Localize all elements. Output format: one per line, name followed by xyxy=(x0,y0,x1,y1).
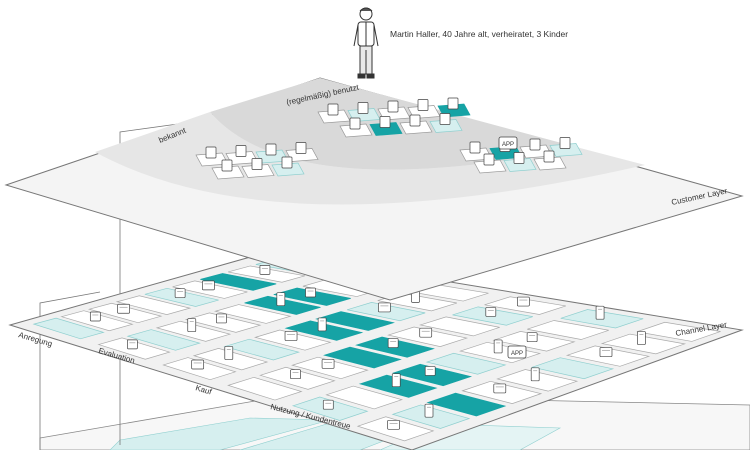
device-sketch-icon xyxy=(439,113,451,125)
channel-tile xyxy=(200,273,277,291)
persona-figure xyxy=(353,7,379,79)
device-sketch-icon xyxy=(493,383,507,394)
device-sketch-icon xyxy=(379,116,391,128)
channel-tile xyxy=(636,321,721,342)
device-sketch-icon xyxy=(387,338,399,348)
channel-tile xyxy=(126,329,201,351)
device-sketch-icon xyxy=(235,145,247,157)
channel-tile xyxy=(213,304,292,324)
device-sketch-icon xyxy=(469,141,481,154)
device-sketch-icon xyxy=(187,318,197,332)
device-sketch-icon xyxy=(295,142,307,154)
app-badge-text: APP xyxy=(511,351,523,357)
device-sketch-icon xyxy=(322,399,334,410)
device-sketch-icon xyxy=(483,153,495,166)
device-sketch-icon xyxy=(265,143,277,156)
device-sketch-icon xyxy=(290,369,301,380)
device-sketch-icon xyxy=(276,292,286,307)
device-sketch-icon xyxy=(327,103,339,116)
device-sketch-icon xyxy=(391,373,401,388)
app-badge-text: APP xyxy=(502,142,514,148)
device-sketch-icon xyxy=(530,367,540,382)
device-sketch-icon xyxy=(259,265,271,275)
device-sketch-icon xyxy=(529,138,541,151)
device-sketch-icon xyxy=(513,152,525,164)
device-sketch-icon xyxy=(493,339,503,354)
device-sketch-icon xyxy=(543,150,555,163)
channel-tile xyxy=(419,316,500,337)
device-sketch-icon xyxy=(424,366,436,376)
customer-icons xyxy=(205,97,571,172)
device-sketch-icon xyxy=(526,332,538,343)
device-sketch-icon xyxy=(485,307,497,317)
app-badge-customer: APP xyxy=(498,136,518,150)
device-sketch-icon xyxy=(191,359,205,370)
device-sketch-icon xyxy=(89,311,101,322)
device-sketch-icon xyxy=(599,347,613,357)
device-sketch-icon xyxy=(357,102,369,114)
device-sketch-icon xyxy=(516,296,530,307)
device-sketch-icon xyxy=(349,117,361,130)
channel-tile xyxy=(531,357,615,380)
device-sketch-icon xyxy=(251,158,263,170)
device-sketch-icon xyxy=(417,99,429,111)
device-sketch-icon xyxy=(317,317,327,332)
device-sketch-icon xyxy=(221,159,233,172)
device-sketch-icon xyxy=(174,288,186,299)
channel-tile xyxy=(227,376,303,401)
device-sketch-icon xyxy=(205,146,217,159)
channel-tile xyxy=(32,317,105,340)
device-sketch-icon xyxy=(419,327,433,338)
device-sketch-icon xyxy=(559,137,571,149)
device-sketch-icon xyxy=(409,114,421,127)
device-sketch-icon xyxy=(378,302,391,313)
persona-caption: Martin Haller, 40 Jahre alt, verheiratet… xyxy=(390,29,568,39)
channel-tile xyxy=(527,320,609,340)
device-sketch-icon xyxy=(202,280,215,291)
channel-tile xyxy=(115,295,192,315)
zone-known xyxy=(95,112,645,205)
device-sketch-icon xyxy=(424,403,434,418)
app-badge-channel: APP xyxy=(507,345,527,359)
device-sketch-icon xyxy=(117,303,130,314)
device-sketch-icon xyxy=(305,287,316,298)
channel-tile xyxy=(426,392,507,417)
device-sketch-icon xyxy=(281,156,293,169)
device-sketch-icon xyxy=(637,331,646,345)
device-sketch-icon xyxy=(321,358,335,369)
channel-tile xyxy=(315,311,395,331)
device-sketch-icon xyxy=(224,346,234,360)
device-sketch-icon xyxy=(387,419,400,430)
device-sketch-icon xyxy=(127,339,138,350)
device-sketch-icon xyxy=(595,305,605,320)
channel-tile xyxy=(425,352,507,375)
channel-tile xyxy=(223,338,300,361)
device-sketch-icon xyxy=(216,313,227,324)
device-sketch-icon xyxy=(387,100,399,113)
device-sketch-icon xyxy=(284,331,298,341)
channel-tile xyxy=(325,385,403,410)
device-sketch-icon xyxy=(447,97,459,110)
channel-tile xyxy=(323,346,402,369)
